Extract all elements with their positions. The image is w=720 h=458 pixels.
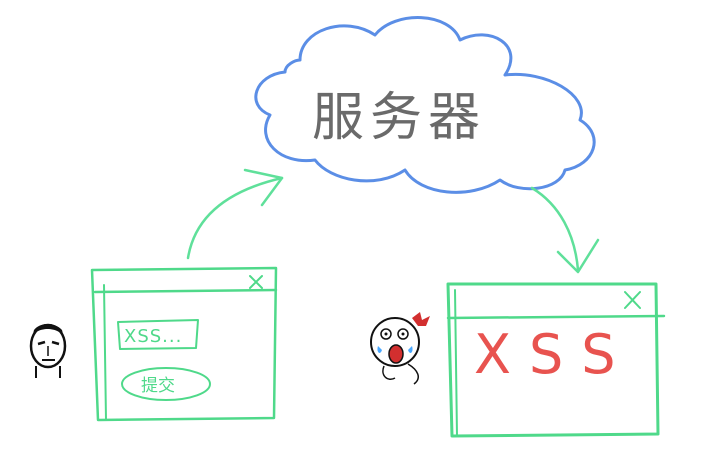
stick-face-icon xyxy=(29,323,67,378)
submit-label: 提交 xyxy=(141,376,175,396)
server-cloud: 服务器 xyxy=(254,16,596,194)
arrow-to-server xyxy=(186,168,284,260)
xss-content-text: XSS xyxy=(474,323,634,386)
submit-button[interactable]: 提交 xyxy=(121,367,211,401)
input-value: XSS... xyxy=(124,326,182,347)
attacker-form-window: XSS... 提交 xyxy=(90,266,278,422)
screaming-face-icon xyxy=(370,312,430,385)
victim-window: XSS xyxy=(446,282,666,438)
close-icon[interactable] xyxy=(624,291,641,309)
server-label: 服务器 xyxy=(312,88,486,148)
arrow-to-victim xyxy=(530,186,600,274)
close-icon[interactable] xyxy=(249,275,263,289)
xss-input-field[interactable]: XSS... xyxy=(117,319,199,350)
